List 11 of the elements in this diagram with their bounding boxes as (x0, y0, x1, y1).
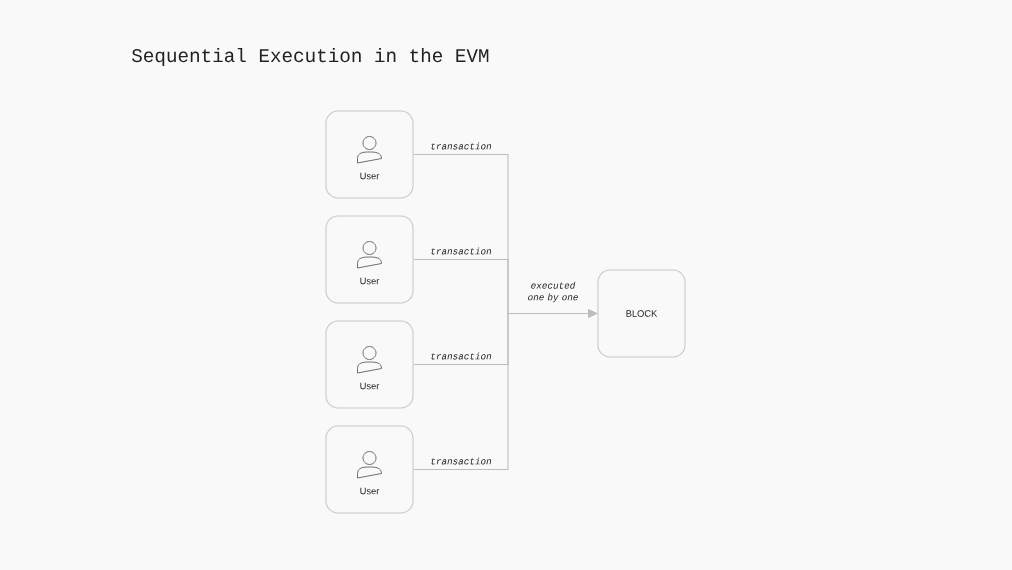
edge-label: transaction (431, 457, 492, 465)
edge-label: transaction (431, 142, 492, 150)
user-box: User (325, 425, 414, 514)
user-box: User (325, 215, 414, 304)
edge-label: transaction (431, 352, 492, 360)
block-box: BLOCK (597, 269, 686, 358)
user-box: User (325, 320, 414, 409)
note-text: executed one by one (528, 281, 578, 303)
title: Sequential Execution in the EVM (132, 48, 489, 66)
user-box: User (325, 110, 414, 199)
edge-label: transaction (431, 247, 492, 255)
